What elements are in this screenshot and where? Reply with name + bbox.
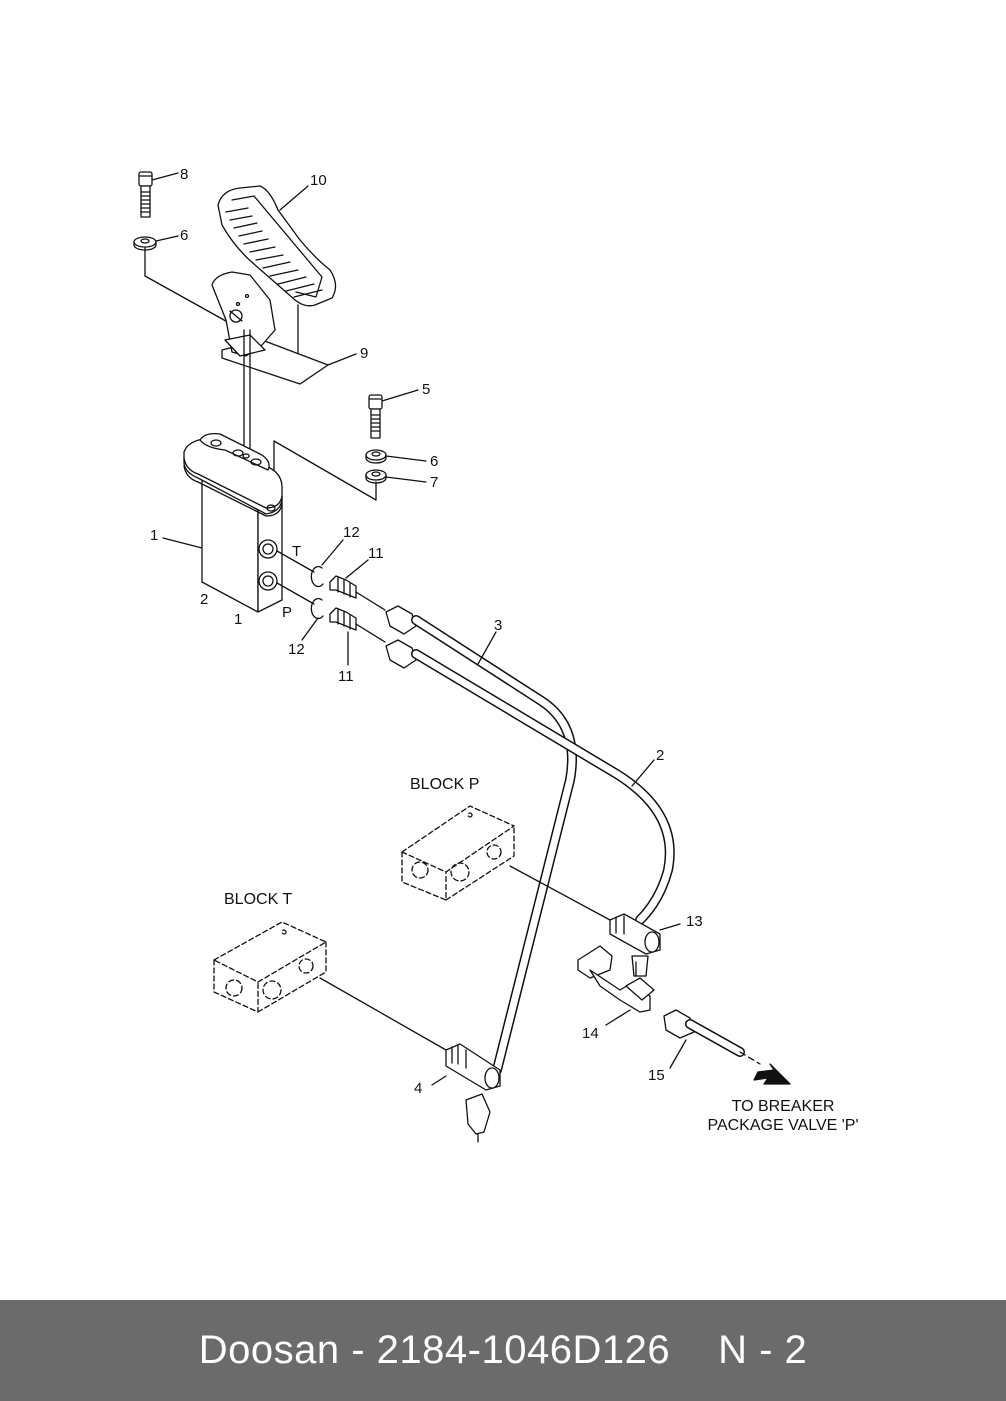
label-4: 4 (414, 1080, 422, 1097)
o-ring-12-upper (310, 539, 344, 588)
part-number-text: Doosan - 2184-1046D126 (198, 1328, 671, 1372)
block-t-leader (319, 977, 447, 1051)
label-p-port: P (282, 604, 292, 621)
washer-7 (273, 440, 427, 506)
label-11-lower: 11 (338, 668, 354, 685)
label-11-upper: 11 (368, 545, 384, 562)
tee-fitting-4 (431, 1043, 501, 1143)
pedal-10 (217, 185, 337, 369)
arrow-icon (753, 1063, 791, 1085)
bolt-5 (368, 389, 419, 439)
label-7: 7 (430, 474, 438, 491)
hose-3 (385, 605, 577, 1075)
fitting-11-lower (329, 607, 386, 666)
parts-diagram: 8 6 10 9 5 6 7 1 2 1 T P 12 11 12 11 3 2… (133, 166, 859, 1143)
destination-line-1: TO BREAKER (732, 1098, 835, 1115)
tee-fitting-14 (589, 961, 655, 1026)
fitting-11-upper (329, 559, 386, 611)
label-1-port: 1 (234, 611, 242, 628)
pilot-valve-1 (162, 432, 315, 613)
label-5: 5 (422, 381, 430, 398)
bracket-9 (211, 271, 357, 457)
tee-fitting-13 (577, 913, 681, 979)
label-10: 10 (310, 172, 327, 189)
label-12-upper: 12 (343, 524, 360, 541)
washer-6-mid (365, 449, 427, 464)
label-t-port: T (292, 543, 301, 560)
destination-line-2: PACKAGE VALVE 'P' (707, 1117, 858, 1134)
label-2-port: 2 (200, 591, 208, 608)
o-ring-12-lower (301, 597, 324, 641)
label-1-body: 1 (150, 527, 158, 544)
label-6-top: 6 (180, 227, 188, 244)
page-number-text: N - 2 (718, 1328, 808, 1372)
label-12-lower: 12 (288, 641, 305, 658)
label-2-hose: 2 (656, 747, 664, 764)
bolt-8 (138, 171, 179, 218)
block-p (401, 805, 515, 901)
label-6-mid: 6 (430, 453, 438, 470)
block-t-label: BLOCK T (224, 891, 292, 908)
hose-15 (663, 1009, 761, 1069)
label-14: 14 (582, 1025, 599, 1042)
block-t (213, 921, 327, 1013)
label-8: 8 (180, 166, 188, 183)
label-13: 13 (686, 913, 703, 930)
block-p-label: BLOCK P (410, 776, 479, 793)
label-15: 15 (648, 1067, 665, 1084)
label-3: 3 (494, 617, 502, 634)
hose-2 (385, 639, 675, 925)
label-9: 9 (360, 345, 368, 362)
block-p-leader (509, 865, 611, 921)
footer-bar: Doosan - 2184-1046D126 N - 2 (0, 1300, 1006, 1401)
